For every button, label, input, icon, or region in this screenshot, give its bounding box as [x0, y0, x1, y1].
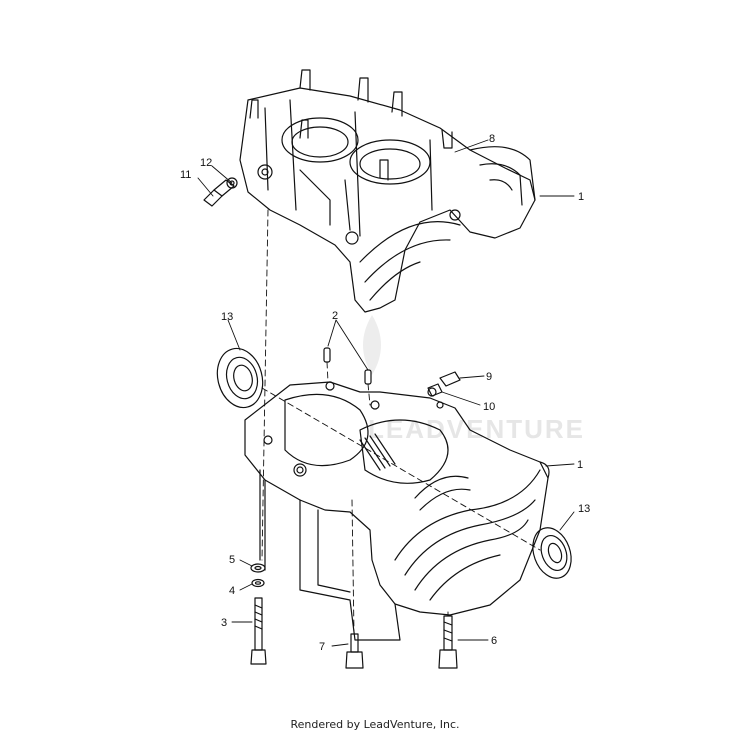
bolt-3-washers [250, 563, 267, 665]
callout-labels: 1 8 11 12 2 13 9 10 1 13 5 4 3 7 6 [180, 133, 590, 653]
callout-12: 12 [200, 157, 212, 169]
watermark: LEADVENTURE [363, 315, 585, 444]
callout-2: 2 [332, 310, 338, 322]
lower-crankcase [244, 381, 550, 641]
callout-13-right: 13 [578, 503, 590, 515]
callout-4: 4 [229, 585, 235, 597]
callout-13-left: 13 [221, 311, 233, 323]
leader-lines [197, 139, 575, 647]
callout-8: 8 [489, 133, 495, 145]
bolt-7 [345, 633, 364, 669]
footer-credit: Rendered by LeadVenture, Inc. [290, 718, 460, 731]
upper-crankcase [239, 69, 536, 313]
callout-9: 9 [486, 371, 492, 383]
fitting-11-12 [203, 177, 238, 207]
callout-7: 7 [319, 641, 325, 653]
callout-1-lower: 1 [577, 459, 583, 471]
watermark-text: LEADVENTURE [368, 414, 585, 444]
stud-6 [438, 615, 458, 669]
callout-5: 5 [229, 554, 235, 566]
callout-6: 6 [491, 635, 497, 647]
callout-1-upper: 1 [578, 191, 584, 203]
callout-11: 11 [180, 169, 191, 181]
callout-10: 10 [483, 401, 495, 413]
oil-seal-right [532, 527, 572, 579]
callout-3: 3 [221, 617, 227, 629]
assembly-guide-lines [261, 209, 541, 635]
oil-seal-left [216, 347, 264, 409]
